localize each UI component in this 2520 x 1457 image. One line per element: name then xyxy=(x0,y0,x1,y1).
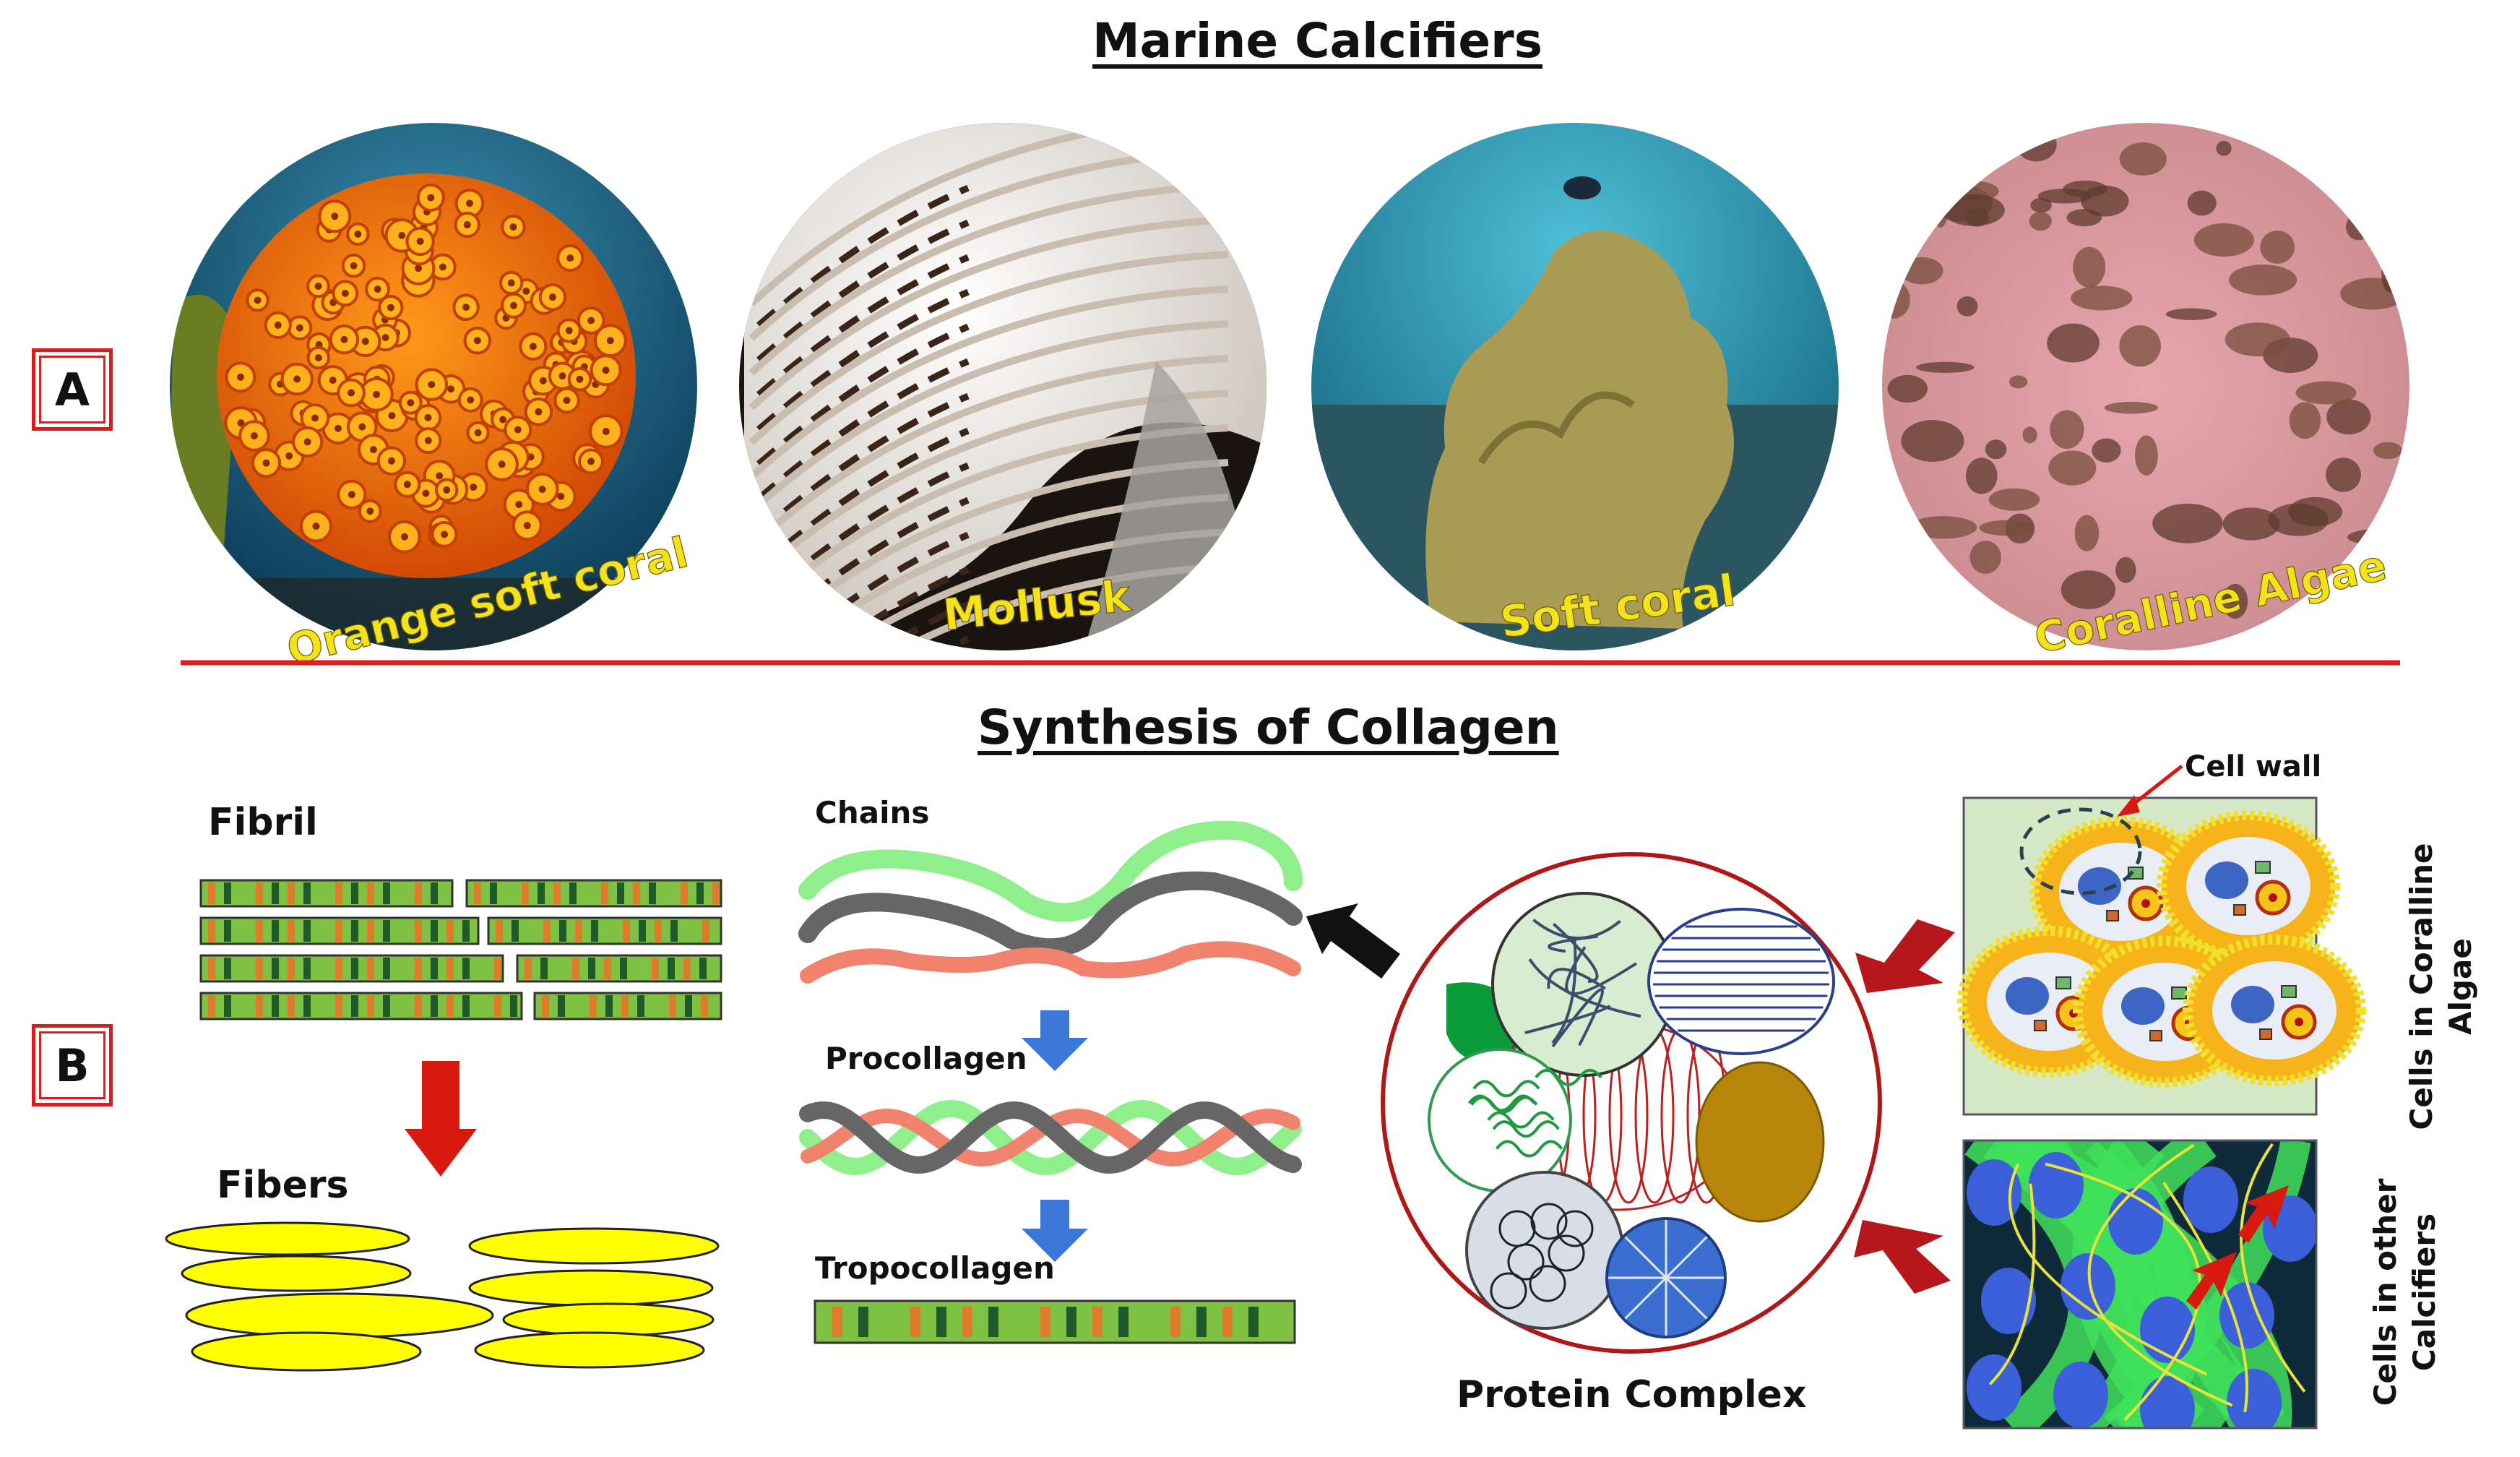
organism-photos: Orange soft coral Mollusk Soft coral Cor… xyxy=(170,123,2409,675)
procollagen-label: Procollagen xyxy=(825,1041,1027,1076)
cells-other-label: Cells in other Calcifiers xyxy=(2366,1148,2446,1437)
fibril-strips xyxy=(199,879,722,1020)
cell-wall-label: Cell wall xyxy=(2185,750,2322,783)
chains-to-procollagen-arrow xyxy=(1022,1010,1088,1071)
tropocollagen-strip xyxy=(814,1299,1296,1344)
section-a-title: Marine Calcifiers xyxy=(1092,13,1542,69)
procollagen-helix xyxy=(799,1099,1302,1176)
cells-algae-label: Cells in Coralline Algae xyxy=(2402,806,2482,1167)
section-a-badge: A xyxy=(32,348,113,431)
section-b-title: Synthesis of Collagen xyxy=(978,700,1559,755)
cells-algae-label-line2: Algae xyxy=(2443,938,2478,1035)
collagen-chains xyxy=(798,820,1303,984)
fibril-label: Fibril xyxy=(208,801,318,844)
cells-algae-label-line1: Cells in Coralline xyxy=(2404,843,2439,1130)
cells-other-label-line1: Cells in other xyxy=(2368,1178,2403,1406)
section-b-badge: B xyxy=(32,1024,113,1106)
coralline-algae-cells xyxy=(1957,765,2366,1116)
fibril-to-fibers-arrow xyxy=(405,1061,477,1177)
photo-orange-soft-coral xyxy=(170,123,697,650)
section-a-badge-text: A xyxy=(55,363,90,416)
chains-label: Chains xyxy=(815,795,930,830)
tropocollagen-label: Tropocollagen xyxy=(815,1250,1055,1286)
cells-other-label-line2: Calcifiers xyxy=(2407,1213,2442,1372)
photo-coralline-algae xyxy=(1882,123,2409,650)
photo-soft-coral xyxy=(1311,123,1839,650)
fibers-label: Fibers xyxy=(217,1164,349,1207)
other-calcifier-cells xyxy=(1964,1140,2316,1428)
complex-to-chains-arrow xyxy=(1306,903,1400,979)
section-b-badge-text: B xyxy=(55,1039,90,1092)
algae-cells-to-complex-arrow xyxy=(1855,919,1955,993)
protein-complex-label: Protein Complex xyxy=(1457,1373,1807,1417)
photo-mollusk xyxy=(739,123,1267,650)
protein-complex xyxy=(1381,852,1882,1354)
fibers xyxy=(165,1221,720,1372)
other-cells-to-complex-arrow xyxy=(1854,1220,1951,1294)
